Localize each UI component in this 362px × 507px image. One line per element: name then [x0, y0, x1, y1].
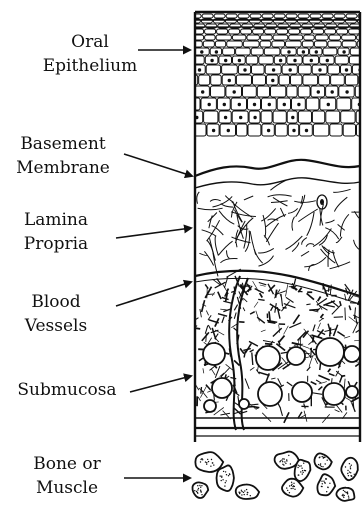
basement-membrane-line [195, 160, 360, 176]
bone-or-muscle-pieces [192, 452, 357, 501]
arrow-lamina-propria [116, 228, 191, 238]
arrow-blood-vessels [116, 282, 191, 306]
lamina-propria-fibers [197, 180, 362, 277]
arrow-basement-membrane [124, 154, 192, 176]
label-arrows [116, 50, 192, 478]
arrow-submucosa [130, 376, 191, 392]
oral-epithelium-cells [186, 14, 362, 136]
